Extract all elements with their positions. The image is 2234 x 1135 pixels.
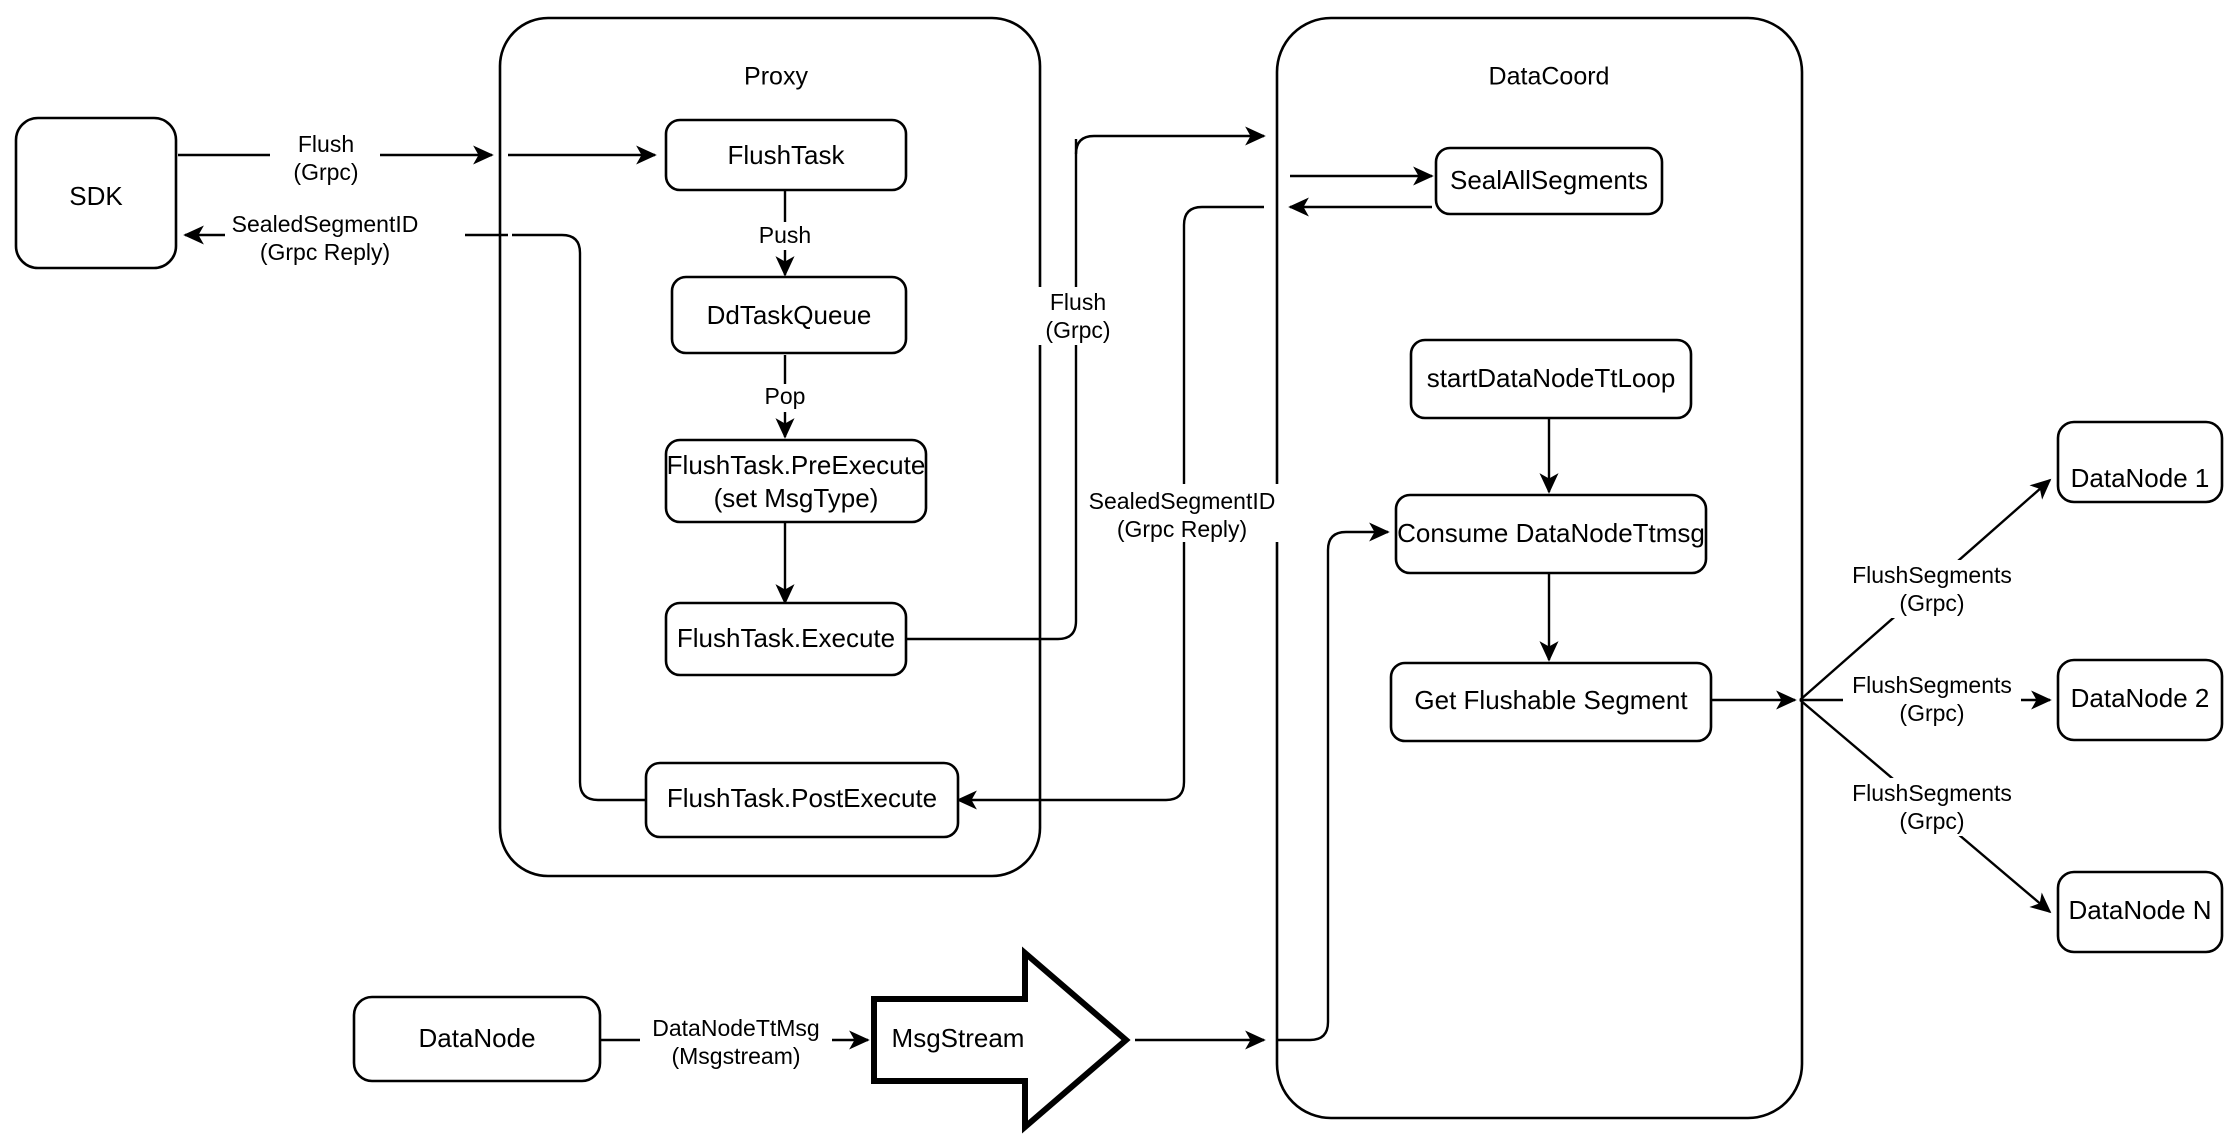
label-bg-coord-proxy-reply	[1087, 484, 1283, 542]
edge-label-flushsegments-1-line2: (Grpc)	[1899, 590, 1964, 616]
edge-label-sdk-flush-line1: Flush	[298, 131, 354, 157]
node-flushtask[interactable]	[664, 118, 908, 192]
node-get-flushable-segment[interactable]	[1389, 661, 1713, 743]
label-bg-sealedsegmentid-reply	[225, 209, 465, 267]
node-flushtask-execute[interactable]	[664, 601, 908, 677]
node-flushtask-preexecute[interactable]	[664, 438, 928, 524]
edge-label-push: Push	[759, 222, 811, 248]
node-datanode-n[interactable]	[2056, 870, 2224, 954]
label-bg-flushsegments-2	[1843, 670, 2021, 728]
node-datanode-2-label: DataNode 2	[2071, 683, 2210, 713]
edge-label-flushsegments-n-line2: (Grpc)	[1899, 808, 1964, 834]
edge-label-flushsegments-2-line1: FlushSegments	[1852, 672, 2012, 698]
node-consume-datanodettmsg-label: Consume DataNodeTtmsg	[1397, 518, 1705, 548]
node-consume-datanodettmsg[interactable]	[1394, 493, 1708, 575]
label-bg-sdk-flush	[270, 130, 380, 190]
node-startdatanodettloop-label: startDataNodeTtLoop	[1427, 363, 1676, 393]
edge-datacoord-stream-to-consume	[1277, 522, 1390, 1042]
label-bg-datanodettmsg	[640, 1014, 832, 1072]
edge-label-coord-to-proxy-line1: SealedSegmentID	[1089, 488, 1276, 514]
node-flushtask-label: FlushTask	[727, 140, 845, 170]
node-flushtask-execute-label: FlushTask.Execute	[677, 623, 895, 653]
node-datanode-2[interactable]	[2056, 658, 2224, 742]
edge-postexecute-to-reply	[512, 233, 645, 802]
node-flushtask-preexecute-label-line2: (set MsgType)	[714, 483, 879, 513]
node-ddtaskqueue-label: DdTaskQueue	[707, 300, 872, 330]
node-datanode-source[interactable]	[352, 995, 602, 1083]
edge-label-flushsegments-n-line1: FlushSegments	[1852, 780, 2012, 806]
node-ddtaskqueue[interactable]	[670, 275, 908, 355]
label-bg-proxy-coord-flush	[1028, 287, 1124, 345]
edge-label-coord-to-proxy-line2: (Grpc Reply)	[1117, 516, 1247, 542]
node-msgstream[interactable]	[871, 946, 1131, 1134]
edge-label-pop: Pop	[765, 383, 806, 409]
edge-label-proxy-to-sdk-line2: (Grpc Reply)	[260, 239, 390, 265]
node-flushtask-postexecute[interactable]	[644, 761, 960, 839]
node-datanode-n-label: DataNode N	[2068, 895, 2211, 925]
edge-label-proxy-to-coord-line1: Flush	[1050, 289, 1106, 315]
node-flushtask-preexecute-label-line1: FlushTask.PreExecute	[667, 450, 926, 480]
edge-label-proxy-to-coord-line2: (Grpc)	[1045, 317, 1110, 343]
node-msgstream-label: MsgStream	[892, 1023, 1025, 1053]
node-sdk[interactable]	[14, 116, 178, 270]
node-get-flushable-segment-label: Get Flushable Segment	[1414, 685, 1688, 715]
label-bg-push	[745, 222, 825, 250]
edge-execute-to-datacoord	[905, 126, 1266, 641]
node-flushtask-postexecute-label: FlushTask.PostExecute	[667, 783, 937, 813]
edge-label-datanode-ttmsg-line1: DataNodeTtMsg	[652, 1015, 819, 1041]
edge-label-datanode-ttmsg-line2: (Msgstream)	[671, 1043, 800, 1069]
node-sdk-label: SDK	[69, 181, 123, 211]
container-datacoord-label: DataCoord	[1489, 63, 1610, 91]
node-sealallsegments[interactable]	[1434, 146, 1664, 216]
edge-label-flushsegments-2-line2: (Grpc)	[1899, 700, 1964, 726]
label-bg-pop	[749, 384, 821, 412]
edge-label-flushsegments-1-line1: FlushSegments	[1852, 562, 2012, 588]
label-bg-flushsegments-n	[1843, 778, 2021, 836]
label-bg-flushsegments-1	[1843, 560, 2021, 618]
node-sealallsegments-label: SealAllSegments	[1450, 165, 1648, 195]
edge-label-sdk-flush-line2: (Grpc)	[293, 159, 358, 185]
edge-label-proxy-to-sdk-line1: SealedSegmentID	[232, 211, 419, 237]
node-datanode-1-label: DataNode 1	[2071, 463, 2210, 493]
container-proxy-label: Proxy	[744, 63, 808, 91]
node-datanode-source-label: DataNode	[418, 1023, 535, 1053]
node-startdatanodettloop[interactable]	[1409, 338, 1693, 420]
node-datanode-1[interactable]	[2056, 420, 2224, 504]
